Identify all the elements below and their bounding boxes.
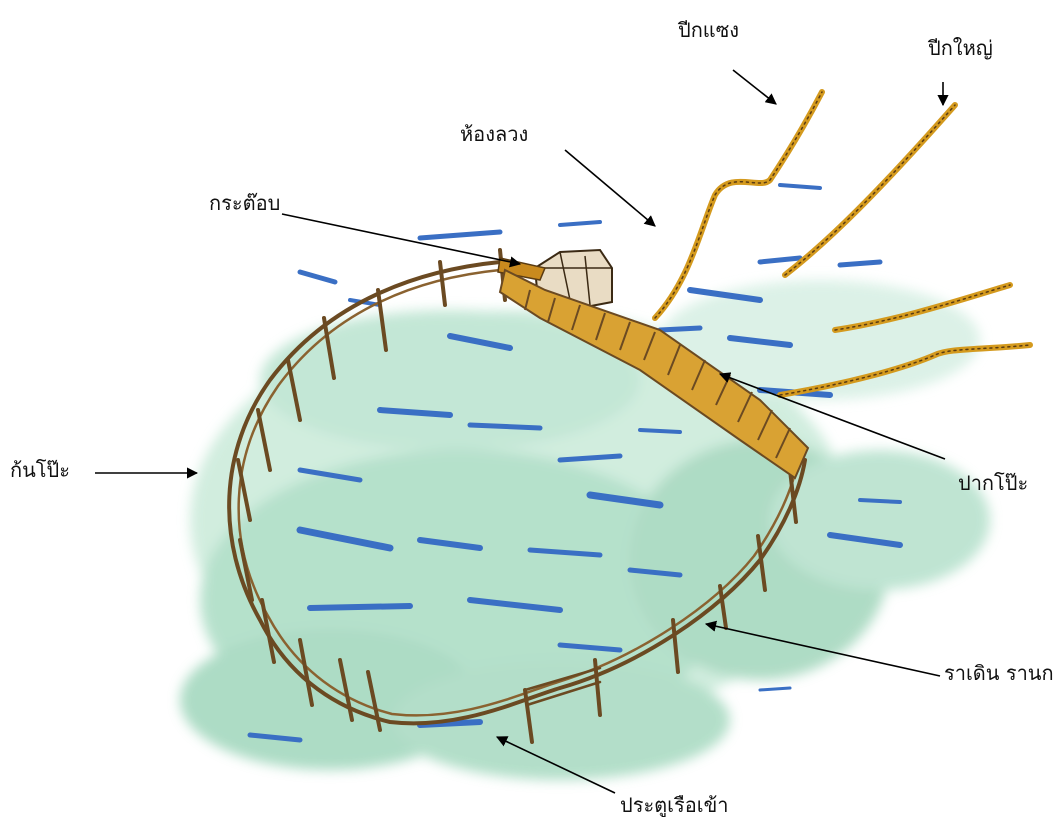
label-pratu-ruea-khao: ประตูเรือเข้า [620,795,729,815]
label-hong-luang: ห้องลวง [460,124,528,144]
label-kra-taob: กระต๊อบ [209,193,280,213]
label-pak-po: ปากโป๊ะ [958,473,1028,493]
arrow-pik-saeng [733,70,776,104]
arrow-hong-luang [565,150,655,226]
label-kan-po: ก้นโป๊ะ [10,460,70,480]
label-pik-saeng: ปีกแซง [678,20,739,40]
label-pik-yai: ปีกใหญ่ [928,38,993,58]
label-ra-doen-ran-kai: ราเดิน รานก [944,663,1054,683]
arrow-kra-taob [282,214,520,264]
